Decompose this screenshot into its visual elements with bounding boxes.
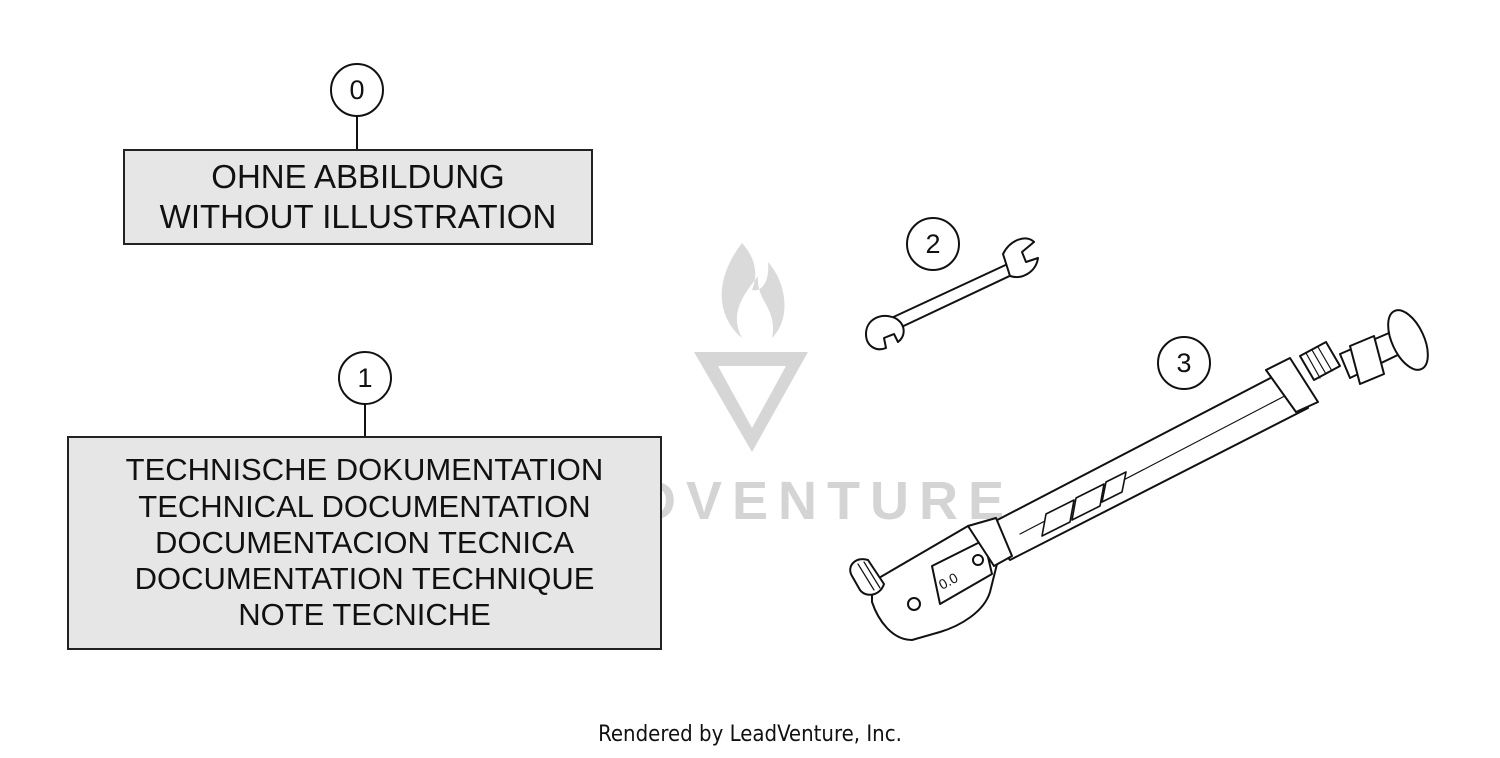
box-1-line-3: DOCUMENTACION TECNICA — [154, 524, 575, 560]
box-1-line-5: NOTE TECNICHE — [238, 597, 491, 633]
leader-line-1 — [364, 404, 366, 437]
leader-line-0 — [356, 116, 358, 150]
box-0-line-1: OHNE ABBILDUNG — [211, 158, 505, 196]
callout-0: 0 — [330, 63, 384, 117]
footer-credit: Rendered by LeadVenture, Inc. — [598, 722, 902, 747]
box-1-line-1: TECHNISCHE DOKUMENTATION — [125, 452, 604, 488]
label-box-without-illustration: OHNE ABBILDUNG WITHOUT ILLUSTRATION — [123, 149, 593, 245]
label-box-technical-documentation: TECHNISCHE DOKUMENTATION TECHNICAL DOCUM… — [67, 436, 662, 650]
box-1-line-2: TECHNICAL DOCUMENTATION — [138, 488, 591, 524]
box-0-line-2: WITHOUT ILLUSTRATION — [159, 198, 557, 235]
callout-3: 3 — [1157, 336, 1211, 390]
callout-2: 2 — [906, 217, 960, 271]
box-1-line-4: DOCUMENTATION TECHNIQUE — [134, 561, 595, 597]
